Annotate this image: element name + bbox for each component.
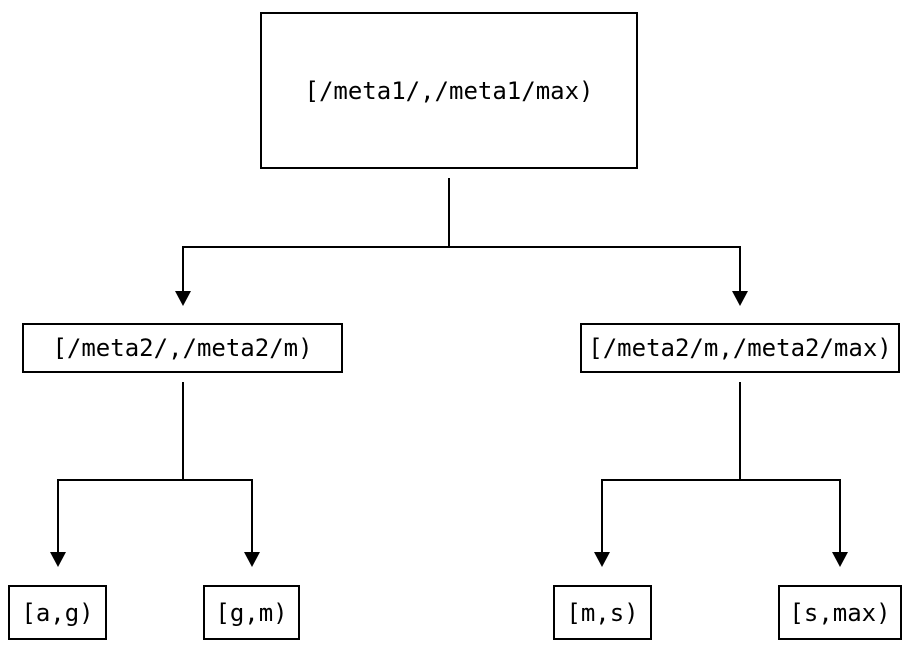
node-leaf-smax: [s,max) xyxy=(778,585,902,640)
arrowhead-icon xyxy=(594,552,610,567)
node-leaf-smax-label: [s,max) xyxy=(789,598,891,627)
node-right-mid-label: [/meta2/m,/meta2/max) xyxy=(588,334,892,362)
node-leaf-gm-label: [g,m) xyxy=(215,598,288,627)
node-leaf-ms-label: [m,s) xyxy=(566,598,639,627)
node-left-mid-range: [/meta2/,/meta2/m) xyxy=(22,323,343,373)
node-leaf-gm: [g,m) xyxy=(203,585,300,640)
node-left-mid-label: [/meta2/,/meta2/m) xyxy=(52,334,313,362)
node-leaf-ag-label: [a,g) xyxy=(21,598,94,627)
node-leaf-ag: [a,g) xyxy=(8,585,107,640)
arrowhead-icon xyxy=(244,552,260,567)
arrowhead-icon xyxy=(732,291,748,306)
arrowhead-icon xyxy=(175,291,191,306)
node-root-label: [/meta1/,/meta1/max) xyxy=(304,76,594,105)
node-leaf-ms: [m,s) xyxy=(553,585,652,640)
arrowhead-icon xyxy=(832,552,848,567)
arrowhead-icon xyxy=(50,552,66,567)
node-root-range: [/meta1/,/meta1/max) xyxy=(260,12,638,169)
node-right-mid-range: [/meta2/m,/meta2/max) xyxy=(580,323,900,373)
